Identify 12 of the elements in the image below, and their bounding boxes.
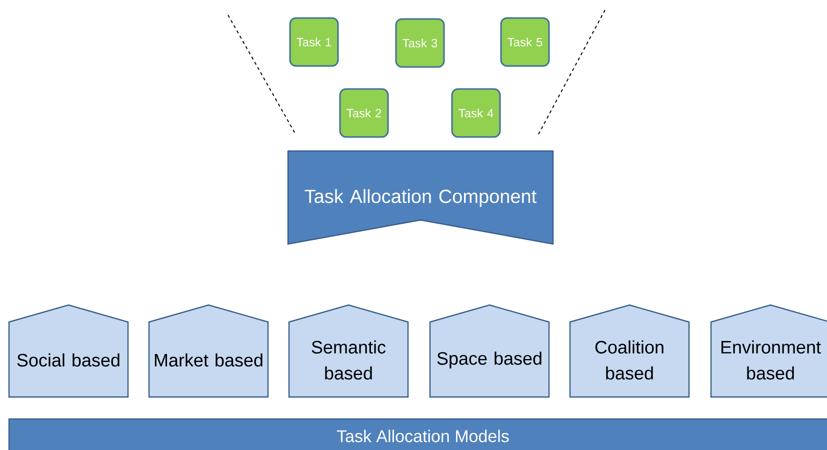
task-box: Task 1 xyxy=(289,17,339,67)
model-box: Space based xyxy=(429,304,550,398)
task-box: Task 2 xyxy=(339,88,389,138)
task-box: Task 5 xyxy=(500,17,550,67)
model-box: Environment based xyxy=(710,304,827,398)
model-box: Market based xyxy=(148,304,269,398)
model-box: Social based xyxy=(8,304,129,398)
task-box: Task 4 xyxy=(451,88,501,138)
models-bar: Task Allocation Models xyxy=(8,418,827,450)
model-box: Coalition based xyxy=(569,304,690,398)
task-box: Task 3 xyxy=(395,18,445,68)
model-box: Semantic based xyxy=(288,304,409,398)
